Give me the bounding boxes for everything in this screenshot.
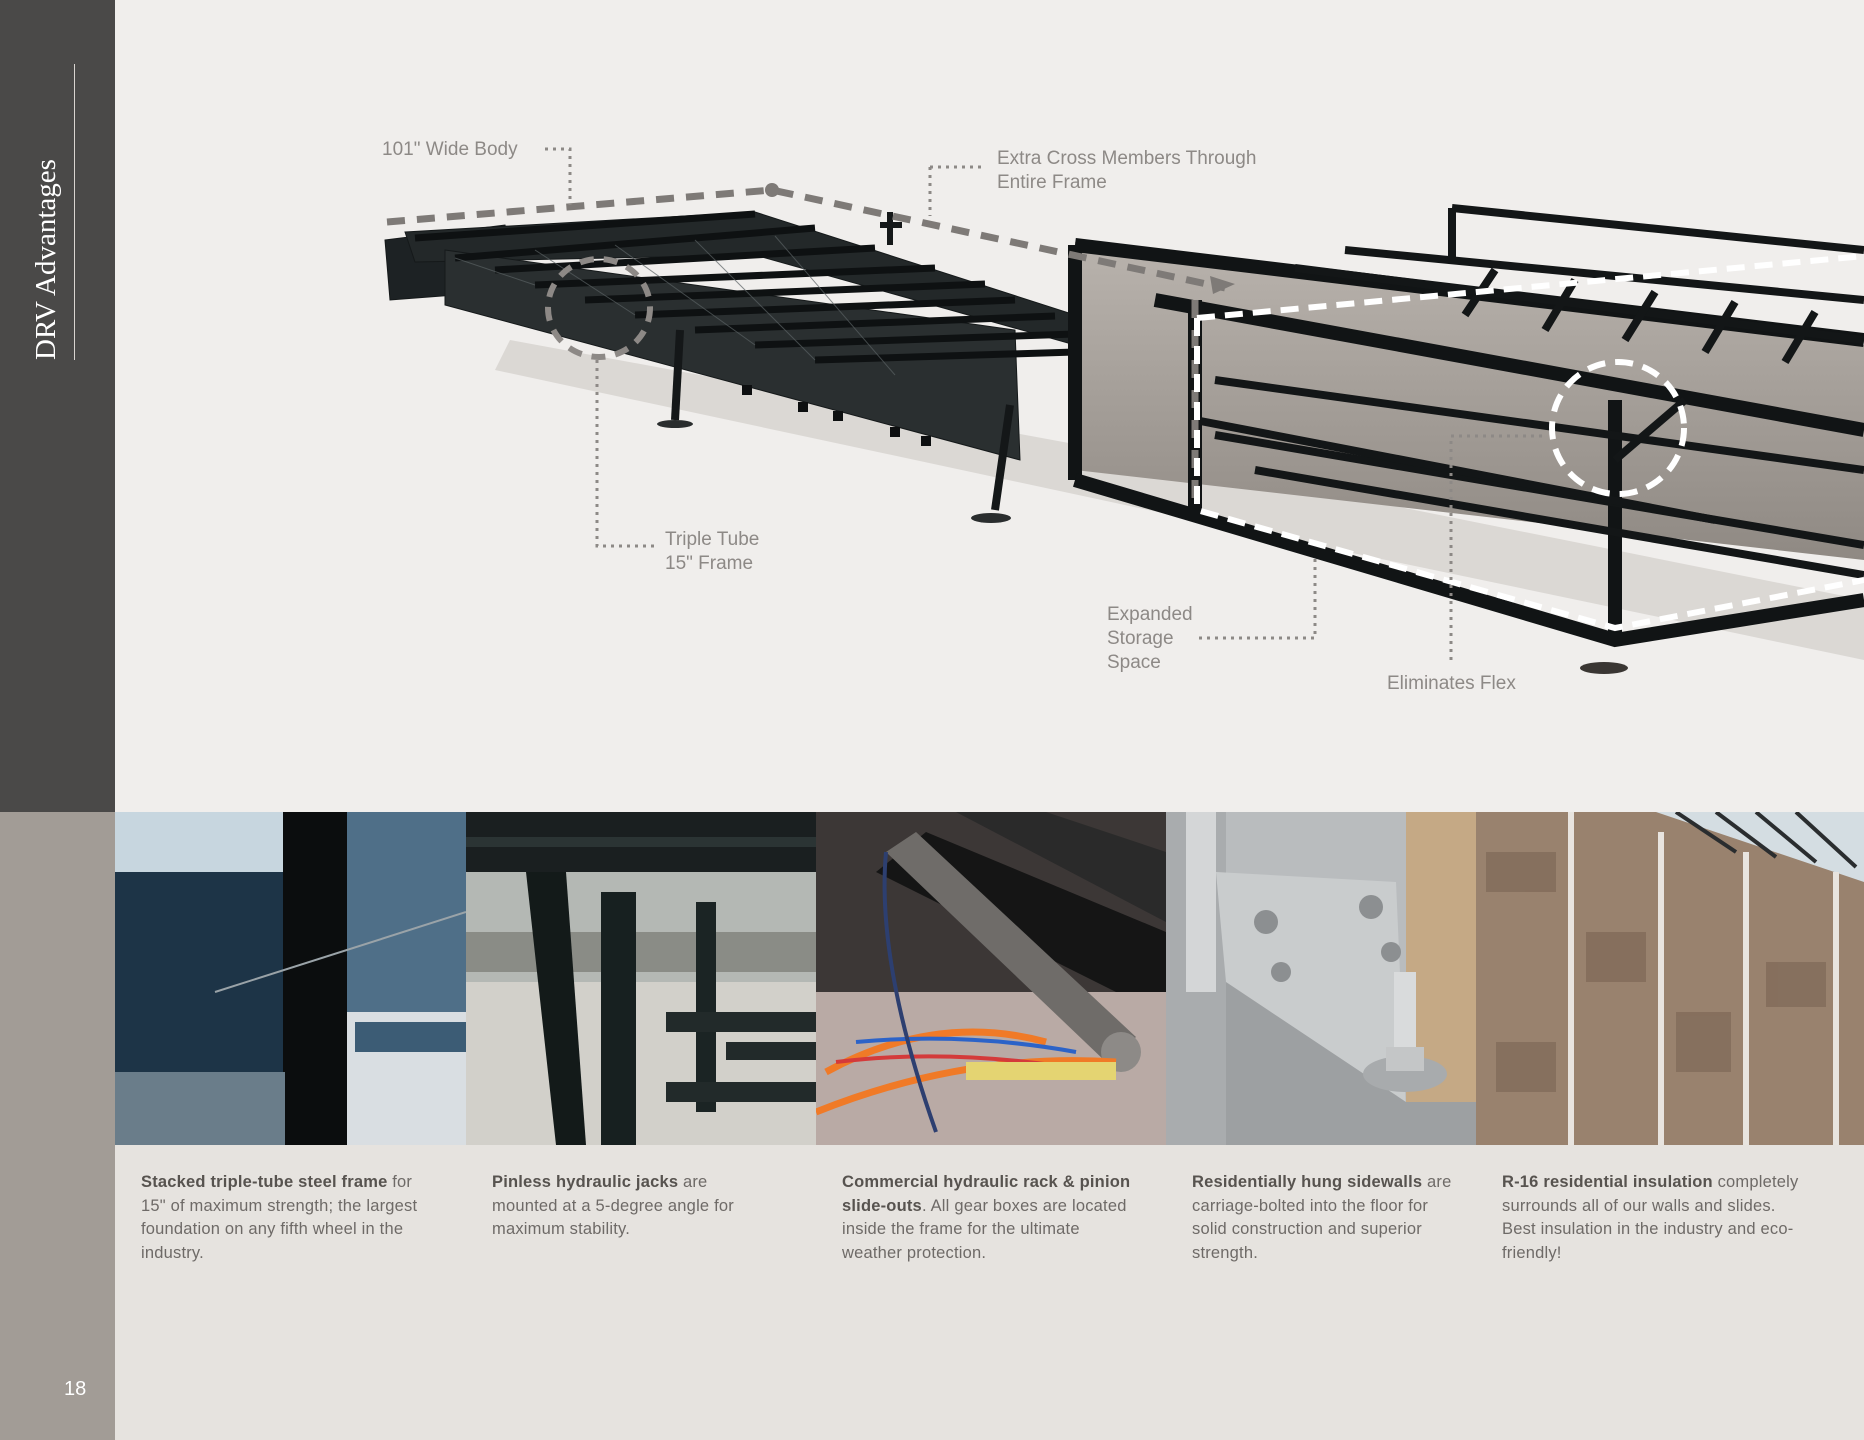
feature-captions: Stacked triple-tube steel frame for 15" …	[115, 1145, 1864, 1440]
caption-insulation: R-16 residential insulation completely s…	[1502, 1171, 1802, 1265]
callout-cross-members-line2: Entire Frame	[997, 172, 1107, 193]
caption-body: are carriage-bolted into the floor for s…	[1192, 1173, 1452, 1262]
caption-lead: R-16 residential insulation	[1502, 1173, 1713, 1191]
callout-triple-tube-line1: Triple Tube	[665, 529, 760, 550]
callout-wide-body: 101" Wide Body	[382, 139, 518, 160]
caption-hydraulic-jacks: Pinless hydraulic jacks are mounted at a…	[492, 1171, 772, 1242]
caption-body: are mounted at a 5-degree angle for maxi…	[492, 1173, 734, 1238]
caption-body: for 15" of maximum strength; the largest…	[141, 1173, 418, 1262]
sidebar-divider-line	[74, 64, 75, 360]
sidebar-light-panel	[0, 812, 115, 1440]
caption-body: . All gear boxes are located inside the …	[842, 1196, 1127, 1262]
sidewall-bolt-photo	[1166, 812, 1476, 1145]
feature-photo-strip	[115, 812, 1864, 1145]
section-title: DRV Advantages	[30, 159, 62, 360]
caption-rack-pinion: Commercial hydraulic rack & pinion slide…	[842, 1171, 1132, 1265]
caption-body: completely surrounds all of our walls an…	[1502, 1173, 1799, 1262]
insulation-photo	[1476, 812, 1864, 1145]
callout-triple-tube-line2: 15" Frame	[665, 553, 754, 574]
page-number: 18	[64, 1378, 87, 1400]
caption-lead: Stacked triple-tube steel frame	[141, 1173, 388, 1191]
rack-pinion-photo	[816, 812, 1166, 1145]
caption-lead: Residentially hung sidewalls	[1192, 1173, 1423, 1191]
callout-storage-line1: Expanded	[1107, 604, 1193, 625]
frame-diagram: 101" Wide Body Extra Cross Members Throu…	[115, 0, 1864, 812]
hydraulic-jacks-photo	[466, 812, 816, 1145]
caption-sidewalls: Residentially hung sidewalls are carriag…	[1192, 1171, 1452, 1265]
triple-tube-frame-photo	[115, 812, 466, 1145]
caption-lead: Pinless hydraulic jacks	[492, 1173, 679, 1191]
caption-lead: Commercial hydraulic rack & pinion slide…	[842, 1173, 1131, 1215]
callout-eliminates-flex: Eliminates Flex	[1387, 673, 1516, 694]
callout-storage-line3: Space	[1107, 652, 1161, 673]
sidebar-dark-panel	[0, 0, 115, 812]
caption-triple-tube-frame: Stacked triple-tube steel frame for 15" …	[141, 1171, 431, 1265]
callout-cross-members-line1: Extra Cross Members Through	[997, 148, 1257, 169]
callout-storage-line2: Storage	[1107, 628, 1174, 649]
fifth-wheel-frame-illustration	[384, 147, 1864, 674]
